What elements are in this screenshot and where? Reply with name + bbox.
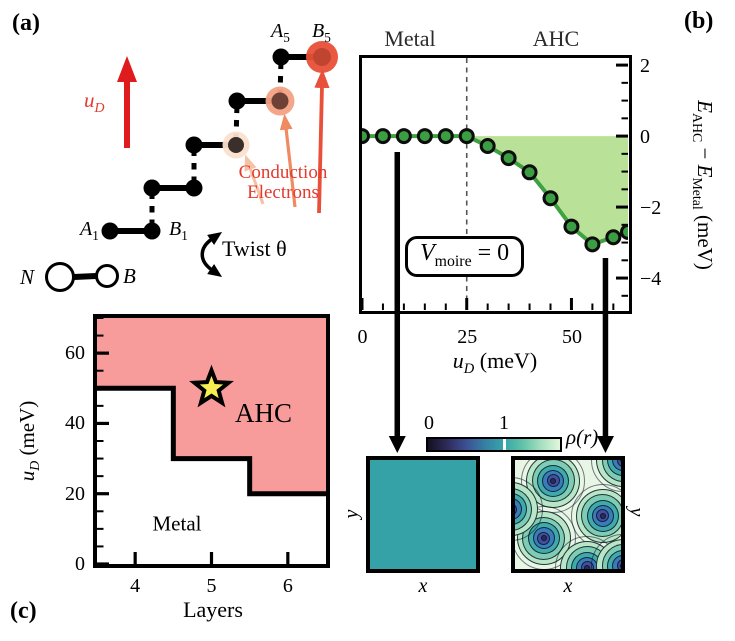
b-ytick-0: 0 [640, 125, 650, 148]
pointer-arrow-b4 [279, 113, 297, 208]
electron-site-b4 [271, 92, 289, 110]
atom-b [95, 264, 119, 288]
density-blob-ring [584, 564, 591, 569]
site-label-b5: B5 [312, 20, 331, 45]
energy-gain-fill [466, 136, 628, 245]
density-right-xlabel: x [563, 575, 573, 597]
colorbar-tick [503, 439, 507, 450]
lattice-diagram [45, 41, 338, 292]
data-point [437, 128, 454, 145]
data-point [395, 128, 412, 145]
density-colorbar [426, 437, 562, 452]
density-blob-ring [616, 559, 621, 569]
b-ytick-−2: −2 [640, 196, 662, 219]
legend-dimer [45, 262, 119, 292]
density-blob-ring [511, 506, 514, 512]
phase-boundary-steps [97, 385, 326, 497]
density-map-metal [366, 456, 480, 573]
twist-arrow [200, 232, 223, 277]
conduction-electrons-label: Conduction Electrons [238, 162, 328, 203]
c-xtick-4: 4 [130, 575, 141, 597]
panel-c-label: (c) [10, 598, 37, 624]
density-map-ahc [511, 456, 625, 573]
field-label: uD [84, 88, 105, 116]
data-point [374, 128, 391, 145]
ahc-region [97, 318, 326, 494]
density-left-xlabel: x [418, 575, 428, 597]
density-blob-ring [550, 477, 557, 484]
phase-label-metal: Metal [152, 511, 202, 536]
data-point [542, 190, 559, 207]
region-label-ahc: AHC [532, 26, 580, 51]
data-point [521, 164, 538, 181]
c-ytick-40: 40 [65, 412, 85, 435]
b-xtick-50: 50 [561, 326, 582, 348]
pointer-arrow-b3 [244, 154, 265, 205]
panel-a-label: (a) [12, 10, 40, 36]
site-label-a5: A5 [271, 20, 290, 45]
pointer-arrow-b5 [314, 68, 330, 214]
lattice-sites [101, 48, 290, 240]
b-ytick-−4: −4 [640, 267, 662, 290]
legend-atom-n-label: N [20, 265, 35, 289]
data-point [584, 236, 601, 253]
b-xtick-25: 25 [457, 326, 478, 348]
c-ytick-60: 60 [65, 342, 85, 365]
density-right-ylabel: y [625, 507, 648, 517]
data-point [563, 218, 580, 235]
phase-diagram [97, 318, 326, 564]
map-arrow-head [596, 436, 614, 453]
map-arrow-head [388, 436, 406, 453]
legend-atom-b-label: B [123, 264, 136, 288]
displacement-field-arrow [117, 56, 137, 148]
data-point [458, 128, 475, 145]
panel-b-label: (b) [684, 8, 714, 34]
phase-diagram-frame [93, 314, 330, 568]
c-xtick-5: 5 [206, 575, 217, 597]
density-blob-ring [599, 512, 606, 519]
data-point [479, 138, 496, 155]
c-xtick-6: 6 [282, 575, 293, 597]
dimer-bonds [107, 54, 325, 234]
b-xtick-0: 0 [357, 326, 368, 348]
density-left-ylabel: y [340, 509, 363, 519]
site-label-a1: A1 [80, 218, 99, 243]
data-point [416, 128, 433, 145]
colorbar-label: ρ(r) [566, 425, 599, 449]
density-blob-ring [620, 562, 621, 569]
b-ytick-2: 2 [640, 54, 650, 77]
colorbar-tick-1: 1 [499, 412, 509, 434]
twist-label: Twist θ [222, 236, 287, 261]
data-point [362, 128, 370, 145]
colorbar-tick-0: 0 [424, 412, 434, 434]
electron-site-b5 [313, 48, 331, 66]
c-ytick-0: 0 [75, 553, 85, 575]
vmoire-annotation: Vmoire = 0 [405, 236, 525, 277]
region-label-metal: Metal [384, 26, 436, 51]
data-point [500, 150, 517, 167]
phase-label-ahc: AHC [235, 398, 293, 428]
c-ytick-20: 20 [65, 482, 85, 505]
star-marker [189, 364, 234, 408]
data-point [605, 229, 622, 246]
density-blob-ring [620, 460, 621, 463]
atom-n [45, 262, 75, 292]
phase-diagram-xlabel: Layers [183, 597, 243, 622]
energy-plot-xlabel: uD (meV) [452, 347, 538, 378]
site-label-b1: B1 [169, 218, 188, 243]
electron-site-b3 [228, 137, 244, 153]
data-point [620, 223, 628, 240]
energy-plot-ylabel: EAHC − EMetal (meV) [689, 100, 718, 270]
density-blob-ring [540, 535, 547, 542]
